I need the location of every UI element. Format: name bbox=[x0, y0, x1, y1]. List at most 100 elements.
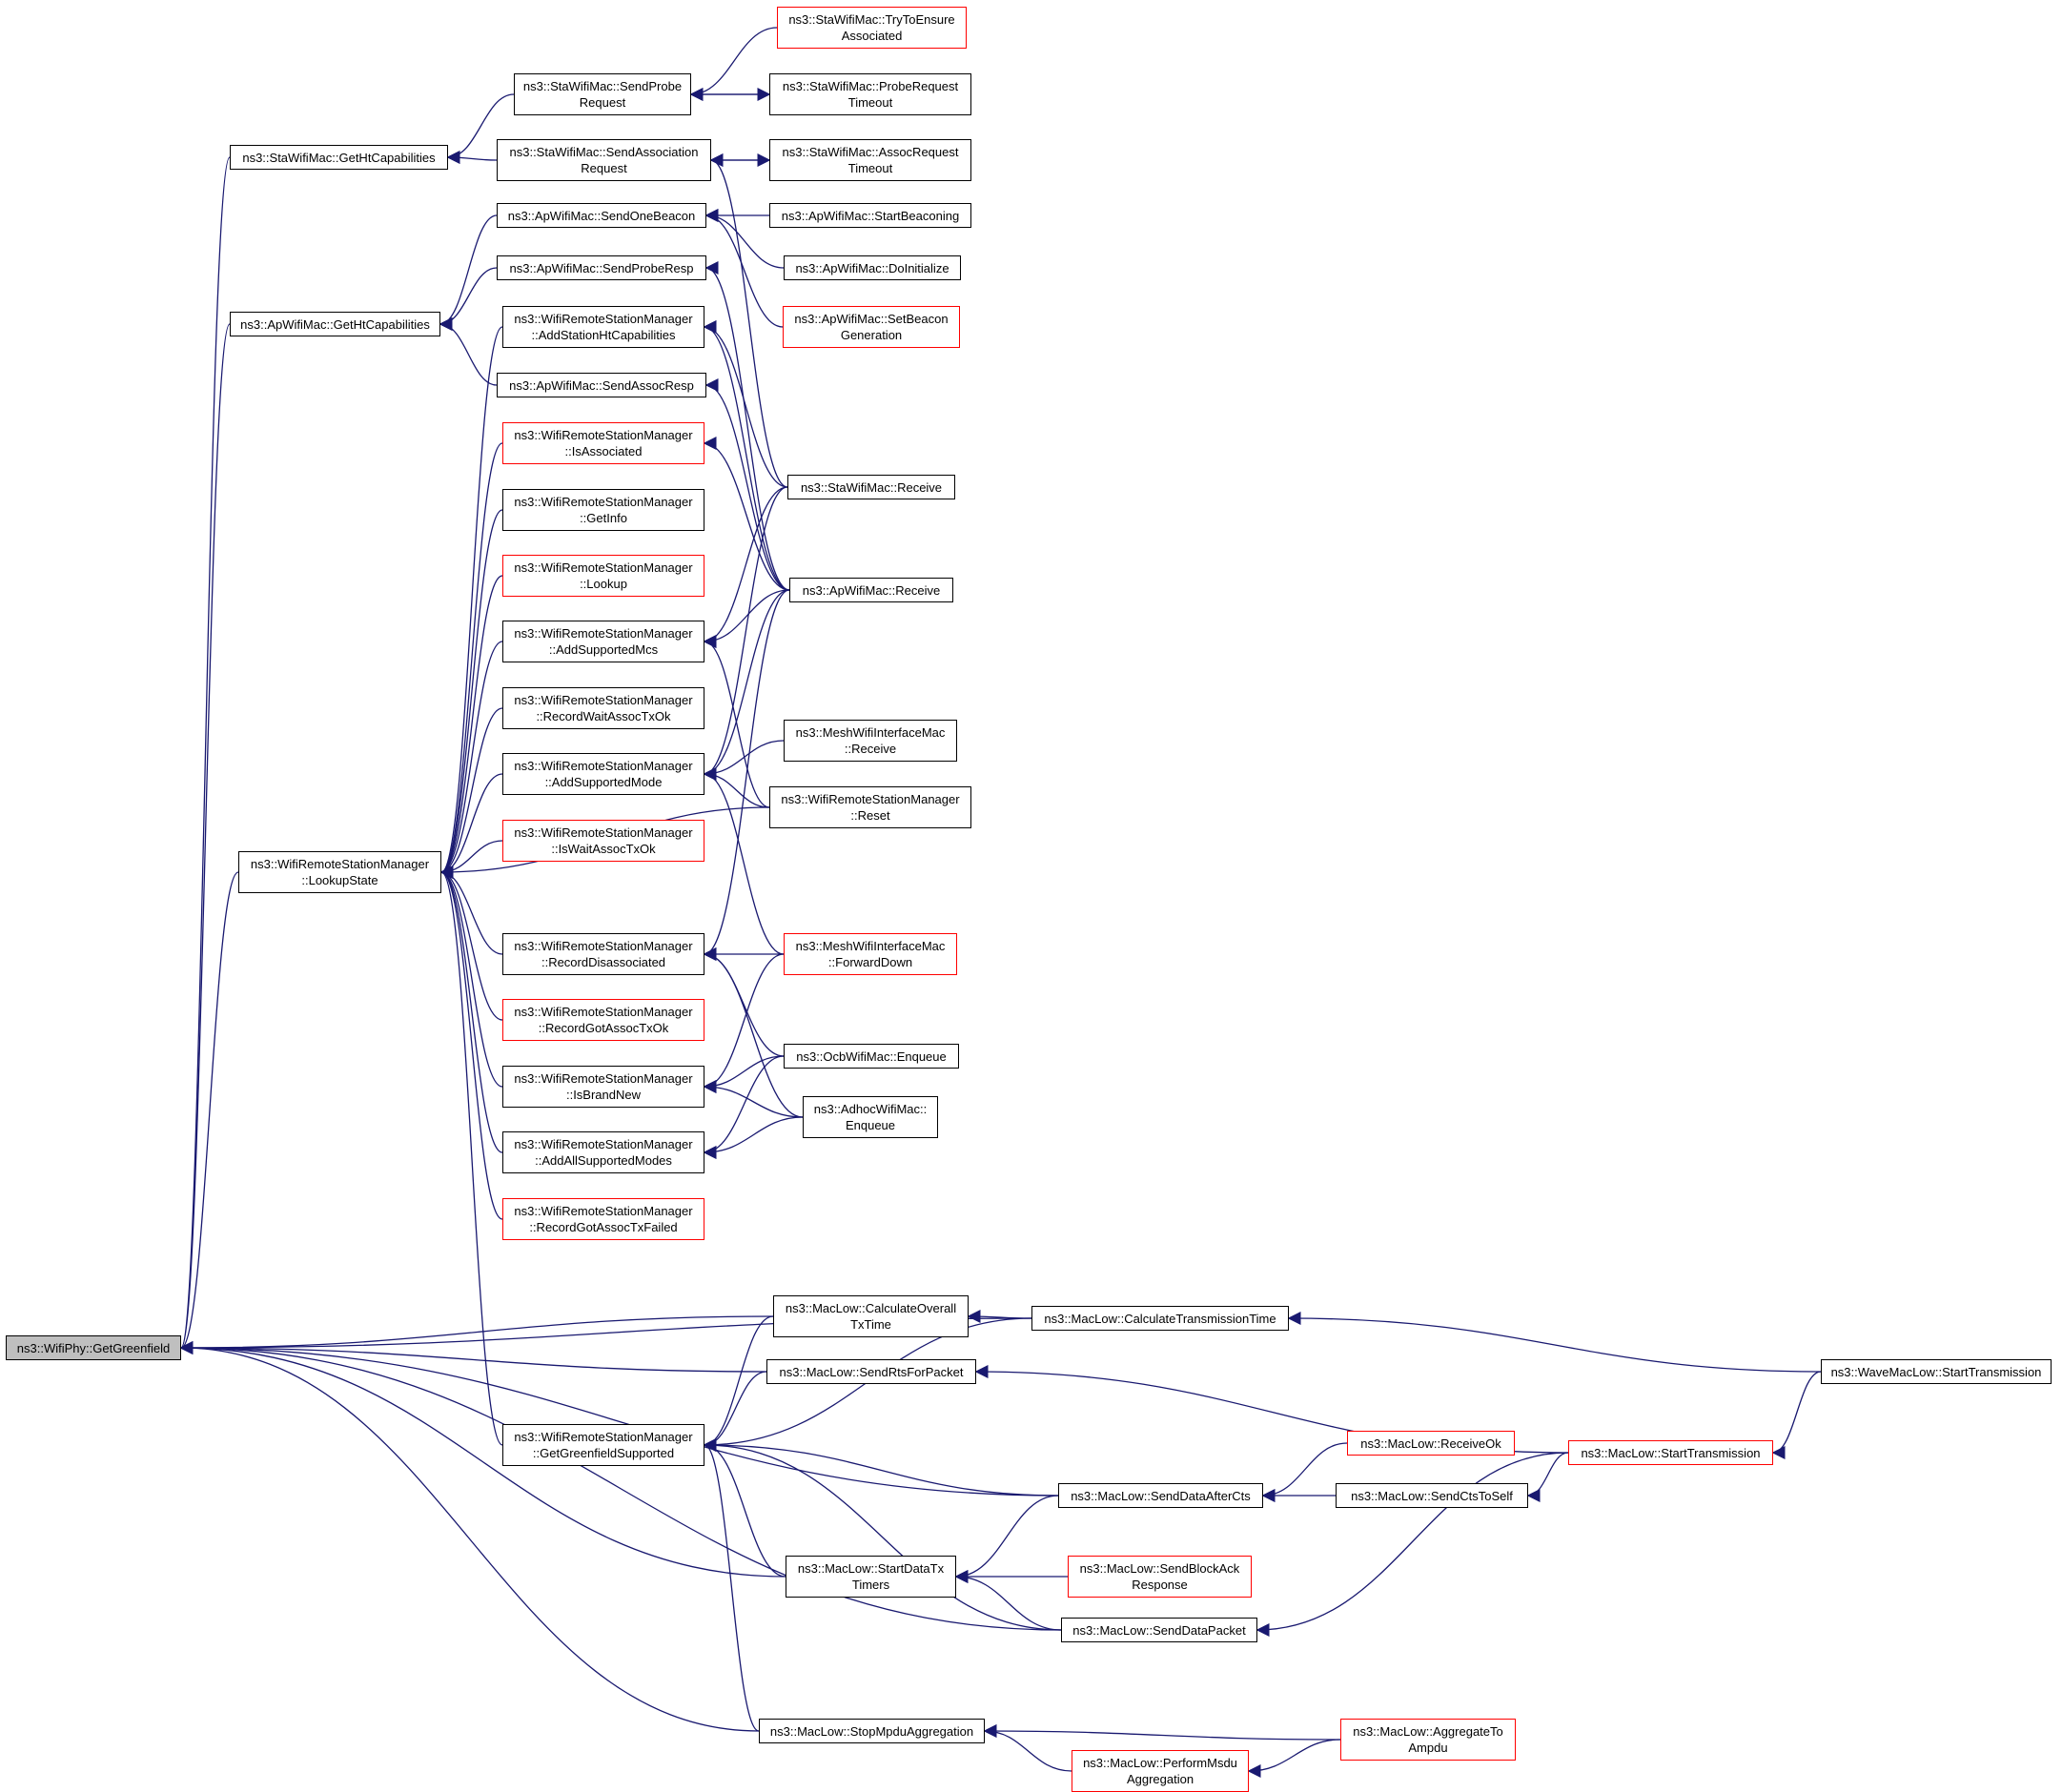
node-adhoc-enqueue[interactable]: ns3::AdhocWifiMac::Enqueue bbox=[803, 1096, 938, 1138]
node-wrsm-getinfo[interactable]: ns3::WifiRemoteStationManager::GetInfo bbox=[502, 489, 704, 531]
node-label: ::ForwardDown bbox=[827, 955, 913, 969]
node-wrsm-lookupstate[interactable]: ns3::WifiRemoteStationManager::LookupSta… bbox=[238, 851, 441, 893]
node-wrsm-isassociated[interactable]: ns3::WifiRemoteStationManager::IsAssocia… bbox=[502, 422, 704, 464]
node-label: ns3::WifiRemoteStationManager bbox=[514, 626, 693, 641]
edge-wrsm-lookupstate-to-wifiphy bbox=[179, 871, 239, 1354]
edge-maclow-calctransmission-to-maclow-calcoverall bbox=[967, 1310, 1032, 1324]
edge-wrsm-lookup-to-wrsm-lookupstate bbox=[439, 575, 503, 879]
node-label: ns3::MacLow::StartDataTx bbox=[797, 1561, 945, 1576]
node-wavemaclow-start[interactable]: ns3::WaveMacLow::StartTransmission bbox=[1821, 1359, 2052, 1384]
edge-wrsm-reset-to-wrsm-addsupportedmcs bbox=[703, 635, 770, 808]
node-ap-sendonebeacon[interactable]: ns3::ApWifiMac::SendOneBeacon bbox=[497, 203, 706, 228]
node-label: ns3::MacLow::CalculateOverall bbox=[785, 1301, 957, 1315]
node-maclow-sendctstoself[interactable]: ns3::MacLow::SendCtsToSelf bbox=[1336, 1483, 1528, 1508]
node-label: Request bbox=[581, 161, 627, 175]
edge-adhoc-enqueue-to-wrsm-isbrandnew bbox=[703, 1080, 804, 1118]
node-wrsm-lookup[interactable]: ns3::WifiRemoteStationManager::Lookup bbox=[502, 555, 704, 597]
node-label: ::Lookup bbox=[580, 577, 627, 591]
node-maclow-sendrts[interactable]: ns3::MacLow::SendRtsForPacket bbox=[766, 1359, 976, 1384]
edge-maclow-sendrts-to-wifiphy bbox=[179, 1341, 767, 1373]
node-label: ns3::ApWifiMac::SendOneBeacon bbox=[507, 208, 696, 223]
node-label: Response bbox=[1132, 1578, 1188, 1592]
node-label: ::Reset bbox=[850, 808, 890, 823]
edge-sta-receive-to-wrsm-addsupportedmcs bbox=[703, 486, 788, 648]
node-wrsm-recordgotassocfailed[interactable]: ns3::WifiRemoteStationManager::RecordGot… bbox=[502, 1198, 704, 1240]
node-label: ::GetGreenfieldSupported bbox=[532, 1446, 675, 1460]
node-ap-sendproberesp[interactable]: ns3::ApWifiMac::SendProbeResp bbox=[497, 255, 706, 280]
node-maclow-senddataaftercts[interactable]: ns3::MacLow::SendDataAfterCts bbox=[1058, 1483, 1263, 1508]
edge-maclow-senddatapacket-to-wifiphy bbox=[179, 1341, 1062, 1631]
node-wifiphy[interactable]: ns3::WifiPhy::GetGreenfield bbox=[6, 1335, 181, 1360]
node-label: ::RecordGotAssocTxFailed bbox=[529, 1220, 678, 1234]
node-ap-doinitialize[interactable]: ns3::ApWifiMac::DoInitialize bbox=[784, 255, 961, 280]
node-label: ns3::ApWifiMac::DoInitialize bbox=[795, 260, 949, 275]
node-sta-receive[interactable]: ns3::StaWifiMac::Receive bbox=[787, 475, 955, 499]
node-wrsm-addsupportedmcs[interactable]: ns3::WifiRemoteStationManager::AddSuppor… bbox=[502, 621, 704, 662]
node-label: Timeout bbox=[847, 95, 893, 110]
edge-adhoc-enqueue-to-wrsm-recorddisassoc bbox=[703, 947, 804, 1118]
node-label: ns3::MacLow::SendCtsToSelf bbox=[1351, 1488, 1513, 1503]
node-wrsm-getgreenfieldsupported[interactable]: ns3::WifiRemoteStationManager::GetGreenf… bbox=[502, 1424, 704, 1466]
node-label: ns3::ApWifiMac::GetHtCapabilities bbox=[240, 316, 430, 332]
node-label: ns3::MacLow::PerformMsdu bbox=[1083, 1756, 1237, 1770]
node-maclow-receiveok[interactable]: ns3::MacLow::ReceiveOk bbox=[1347, 1431, 1515, 1456]
node-label: ns3::WifiRemoteStationManager bbox=[514, 560, 693, 575]
node-label: ns3::MacLow::SendDataPacket bbox=[1072, 1622, 1246, 1638]
node-label: ns3::WifiRemoteStationManager bbox=[514, 1071, 693, 1086]
node-label: Ampdu bbox=[1408, 1741, 1448, 1755]
node-maclow-calctransmission[interactable]: ns3::MacLow::CalculateTransmissionTime bbox=[1031, 1306, 1289, 1331]
node-label: ns3::StaWifiMac::GetHtCapabilities bbox=[242, 150, 436, 165]
edge-wavemaclow-start-to-maclow-calctransmission bbox=[1287, 1312, 1822, 1373]
node-sta-getht[interactable]: ns3::StaWifiMac::GetHtCapabilities bbox=[230, 145, 448, 170]
node-maclow-senddatapacket[interactable]: ns3::MacLow::SendDataPacket bbox=[1061, 1618, 1257, 1642]
node-wrsm-isbrandnew[interactable]: ns3::WifiRemoteStationManager::IsBrandNe… bbox=[502, 1066, 704, 1108]
node-label: ::RecordWaitAssocTxOk bbox=[536, 709, 671, 723]
node-label: ns3::AdhocWifiMac:: bbox=[813, 1102, 928, 1116]
node-ap-getht[interactable]: ns3::ApWifiMac::GetHtCapabilities bbox=[230, 312, 440, 336]
edge-maclow-sendrts-to-wrsm-getgreenfieldsupported bbox=[703, 1371, 767, 1452]
node-label: ns3::WifiRemoteStationManager bbox=[514, 428, 693, 442]
node-mesh-forwarddown[interactable]: ns3::MeshWifiInterfaceMac::ForwardDown bbox=[784, 933, 957, 975]
node-ap-receive[interactable]: ns3::ApWifiMac::Receive bbox=[789, 578, 953, 602]
node-label: ns3::WifiRemoteStationManager bbox=[514, 1430, 693, 1444]
edge-maclow-startdatatx-to-wifiphy bbox=[179, 1341, 786, 1578]
node-mesh-receive[interactable]: ns3::MeshWifiInterfaceMac::Receive bbox=[784, 720, 957, 762]
node-ocb-enqueue[interactable]: ns3::OcbWifiMac::Enqueue bbox=[784, 1044, 959, 1069]
node-wrsm-recordwaitassoc[interactable]: ns3::WifiRemoteStationManager::RecordWai… bbox=[502, 687, 704, 729]
node-wrsm-recordgotassocok[interactable]: ns3::WifiRemoteStationManager::RecordGot… bbox=[502, 999, 704, 1041]
node-wrsm-addstationht[interactable]: ns3::WifiRemoteStationManager::AddStatio… bbox=[502, 306, 704, 348]
node-maclow-starttransmission[interactable]: ns3::MacLow::StartTransmission bbox=[1568, 1440, 1773, 1465]
node-ap-startbeaconing[interactable]: ns3::ApWifiMac::StartBeaconing bbox=[769, 203, 971, 228]
edge-maclow-stopmpdu-to-wrsm-getgreenfieldsupported bbox=[703, 1438, 760, 1732]
node-label: ns3::StaWifiMac::TryToEnsure bbox=[788, 12, 955, 27]
node-wrsm-recorddisassoc[interactable]: ns3::WifiRemoteStationManager::RecordDis… bbox=[502, 933, 704, 975]
node-wrsm-iswaitassoc[interactable]: ns3::WifiRemoteStationManager::IsWaitAss… bbox=[502, 820, 704, 862]
edge-maclow-performmsdu-to-maclow-stopmpdu bbox=[983, 1724, 1072, 1772]
node-wrsm-addsupportedmode[interactable]: ns3::WifiRemoteStationManager::AddSuppor… bbox=[502, 753, 704, 795]
node-label: ns3::WaveMacLow::StartTransmission bbox=[1830, 1364, 2042, 1379]
node-label: Generation bbox=[840, 328, 903, 342]
node-label: ns3::WifiRemoteStationManager bbox=[514, 1137, 693, 1151]
node-ap-sendassocresp[interactable]: ns3::ApWifiMac::SendAssocResp bbox=[497, 373, 706, 397]
edge-maclow-senddatapacket-to-maclow-startdatatx bbox=[954, 1570, 1062, 1631]
edge-maclow-aggregatetoampdu-to-maclow-stopmpdu bbox=[983, 1724, 1341, 1741]
node-wrsm-addallsupported[interactable]: ns3::WifiRemoteStationManager::AddAllSup… bbox=[502, 1131, 704, 1173]
edge-wavemaclow-start-to-maclow-starttransmission bbox=[1771, 1371, 1822, 1459]
node-label: ns3::StaWifiMac::ProbeRequest bbox=[782, 79, 959, 93]
node-wrsm-reset[interactable]: ns3::WifiRemoteStationManager::Reset bbox=[769, 786, 971, 828]
node-label: ::IsAssociated bbox=[564, 444, 643, 458]
node-label: ns3::ApWifiMac::StartBeaconing bbox=[781, 208, 960, 223]
node-label: ns3::StaWifiMac::AssocRequest bbox=[782, 145, 959, 159]
node-maclow-stopmpdu[interactable]: ns3::MacLow::StopMpduAggregation bbox=[759, 1719, 985, 1743]
